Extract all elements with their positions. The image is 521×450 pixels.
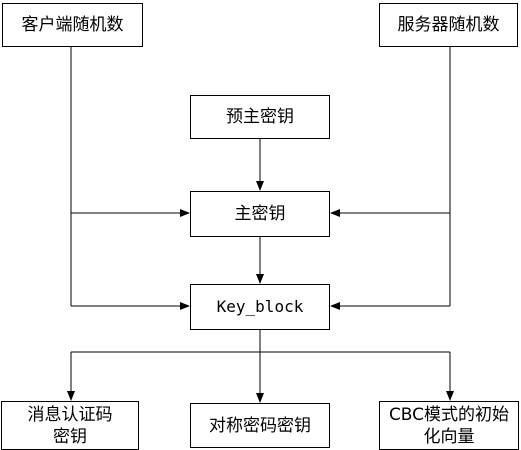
mac-key-label: 消息认证码 密钥 — [27, 404, 113, 447]
server-random-label: 服务器随机数 — [397, 15, 500, 35]
master-key-box: 主密钥 — [190, 191, 330, 237]
master-key-label: 主密钥 — [234, 204, 286, 224]
cbc-iv-label: CBC模式的初始 化向量 — [388, 404, 510, 447]
symmetric-key-box: 对称密码密钥 — [190, 403, 330, 448]
pre-master-key-box: 预主密钥 — [190, 95, 330, 139]
client-random-box: 客户端随机数 — [2, 3, 143, 47]
key-block-box: Key_block — [190, 284, 330, 330]
mac-key-box: 消息认证码 密钥 — [1, 401, 139, 450]
pre-master-key-label: 预主密钥 — [226, 107, 294, 127]
cbc-iv-box: CBC模式的初始 化向量 — [379, 401, 519, 450]
server-random-box: 服务器随机数 — [379, 3, 518, 47]
client-random-label: 客户端随机数 — [21, 15, 124, 35]
symmetric-key-label: 对称密码密钥 — [209, 415, 311, 436]
key-block-label: Key_block — [216, 297, 304, 316]
